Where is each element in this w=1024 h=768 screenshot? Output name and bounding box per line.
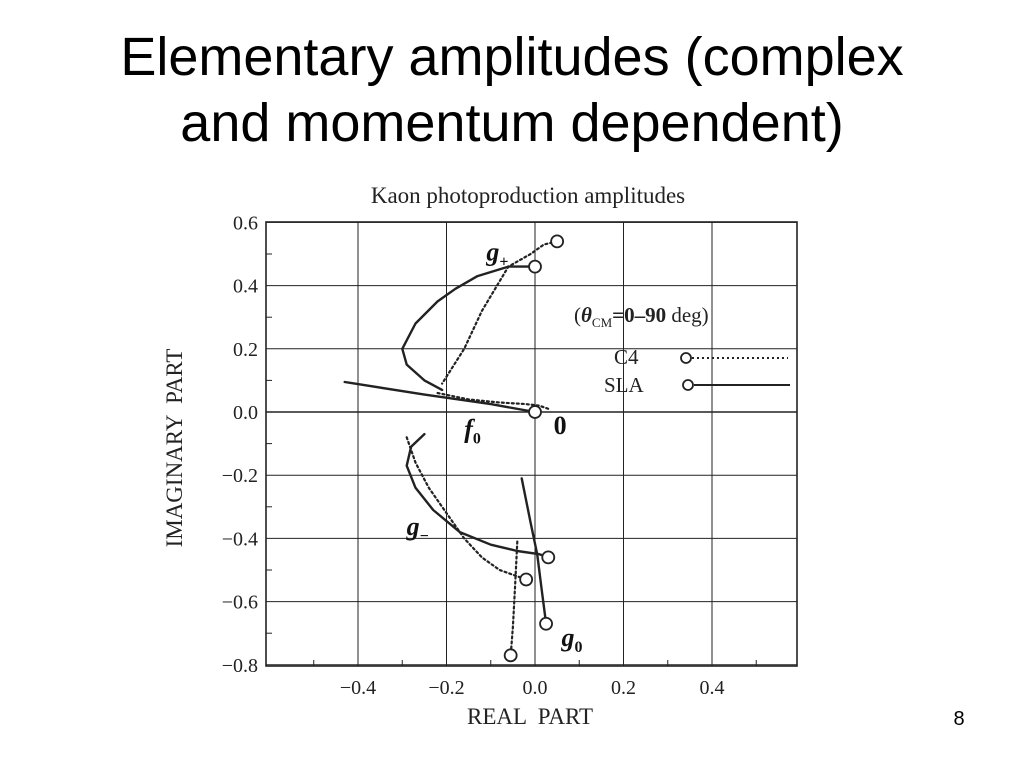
y-tick-label: 0.6: [233, 212, 258, 234]
series-sla-f0: [343, 380, 537, 414]
y-axis-label: IMAGINARY PART: [162, 349, 187, 548]
legend-heading-unit: deg): [666, 303, 709, 327]
chart-title: Kaon photoproduction amplitudes: [371, 183, 685, 208]
y-tick-label: −0.6: [222, 592, 258, 614]
legend-heading-value: =0–90: [612, 303, 666, 327]
legend-label-c4: C4: [614, 345, 639, 369]
annotations: g+ f0 0 g− g0: [406, 237, 583, 656]
x-tick-label: 0.2: [611, 677, 636, 699]
y-tick-label: −0.8: [222, 655, 258, 677]
series-sla-gplus: [401, 265, 537, 392]
series-marker: [519, 572, 534, 587]
x-axis-ticks: −0.4 −0.2 0.0 0.2 0.4: [313, 660, 757, 699]
amplitude-label: g0: [561, 623, 583, 656]
series-c4-f0: [436, 391, 550, 410]
legend-subscript: CM: [592, 315, 613, 330]
amplitude-label: 0: [554, 411, 567, 440]
amplitude-label: g−: [406, 512, 429, 545]
series-marker: [503, 648, 518, 663]
legend-theta: θ: [581, 303, 592, 327]
series-sla-g0: [520, 477, 548, 625]
series-marker: [550, 234, 565, 249]
y-axis-ticks: 0.6 0.4 0.2 0.0 −0.2 −0.4 −0.6 −0.8: [222, 212, 272, 677]
legend-marker-c4: [680, 352, 692, 364]
legend-marker-sla: [682, 379, 694, 391]
x-axis-label: REAL PART: [467, 704, 593, 729]
y-tick-label: −0.2: [222, 465, 258, 487]
y-tick-label: 0.2: [233, 339, 258, 361]
legend-heading: (θCM=0–90 deg): [574, 303, 709, 330]
series-marker: [541, 550, 556, 565]
series-sla-gminus: [405, 432, 550, 559]
x-tick-label: 0.0: [523, 677, 548, 699]
grid: [266, 221, 797, 666]
y-tick-label: −0.4: [222, 528, 258, 550]
legend: (θCM=0–90 deg) C4 SLA: [574, 303, 790, 397]
series-c4-gminus: [405, 436, 528, 581]
x-tick-label: −0.4: [340, 677, 376, 699]
slide-title-line-2: and momentum dependent): [180, 93, 844, 153]
series-marker: [528, 405, 542, 419]
plot-frame: [265, 221, 798, 667]
legend-label-sla: SLA: [604, 373, 645, 397]
page-number: 8: [953, 708, 965, 730]
x-tick-label: 0.4: [700, 677, 725, 699]
series-c4-g0: [509, 540, 519, 657]
y-tick-label: 0.4: [233, 276, 258, 298]
series-layer: [343, 234, 565, 663]
series-marker: [539, 616, 553, 631]
series-marker: [528, 259, 542, 274]
amplitude-label: f0: [464, 414, 481, 447]
slide-title: Elementary amplitudes (complex and momen…: [0, 24, 1024, 156]
amplitude-label: g+: [485, 237, 508, 270]
y-tick-label: 0.0: [233, 402, 258, 424]
slide-title-line-1: Elementary amplitudes (complex: [120, 27, 904, 87]
x-tick-label: −0.2: [428, 677, 464, 699]
legend-heading-prefix: (: [574, 303, 581, 327]
